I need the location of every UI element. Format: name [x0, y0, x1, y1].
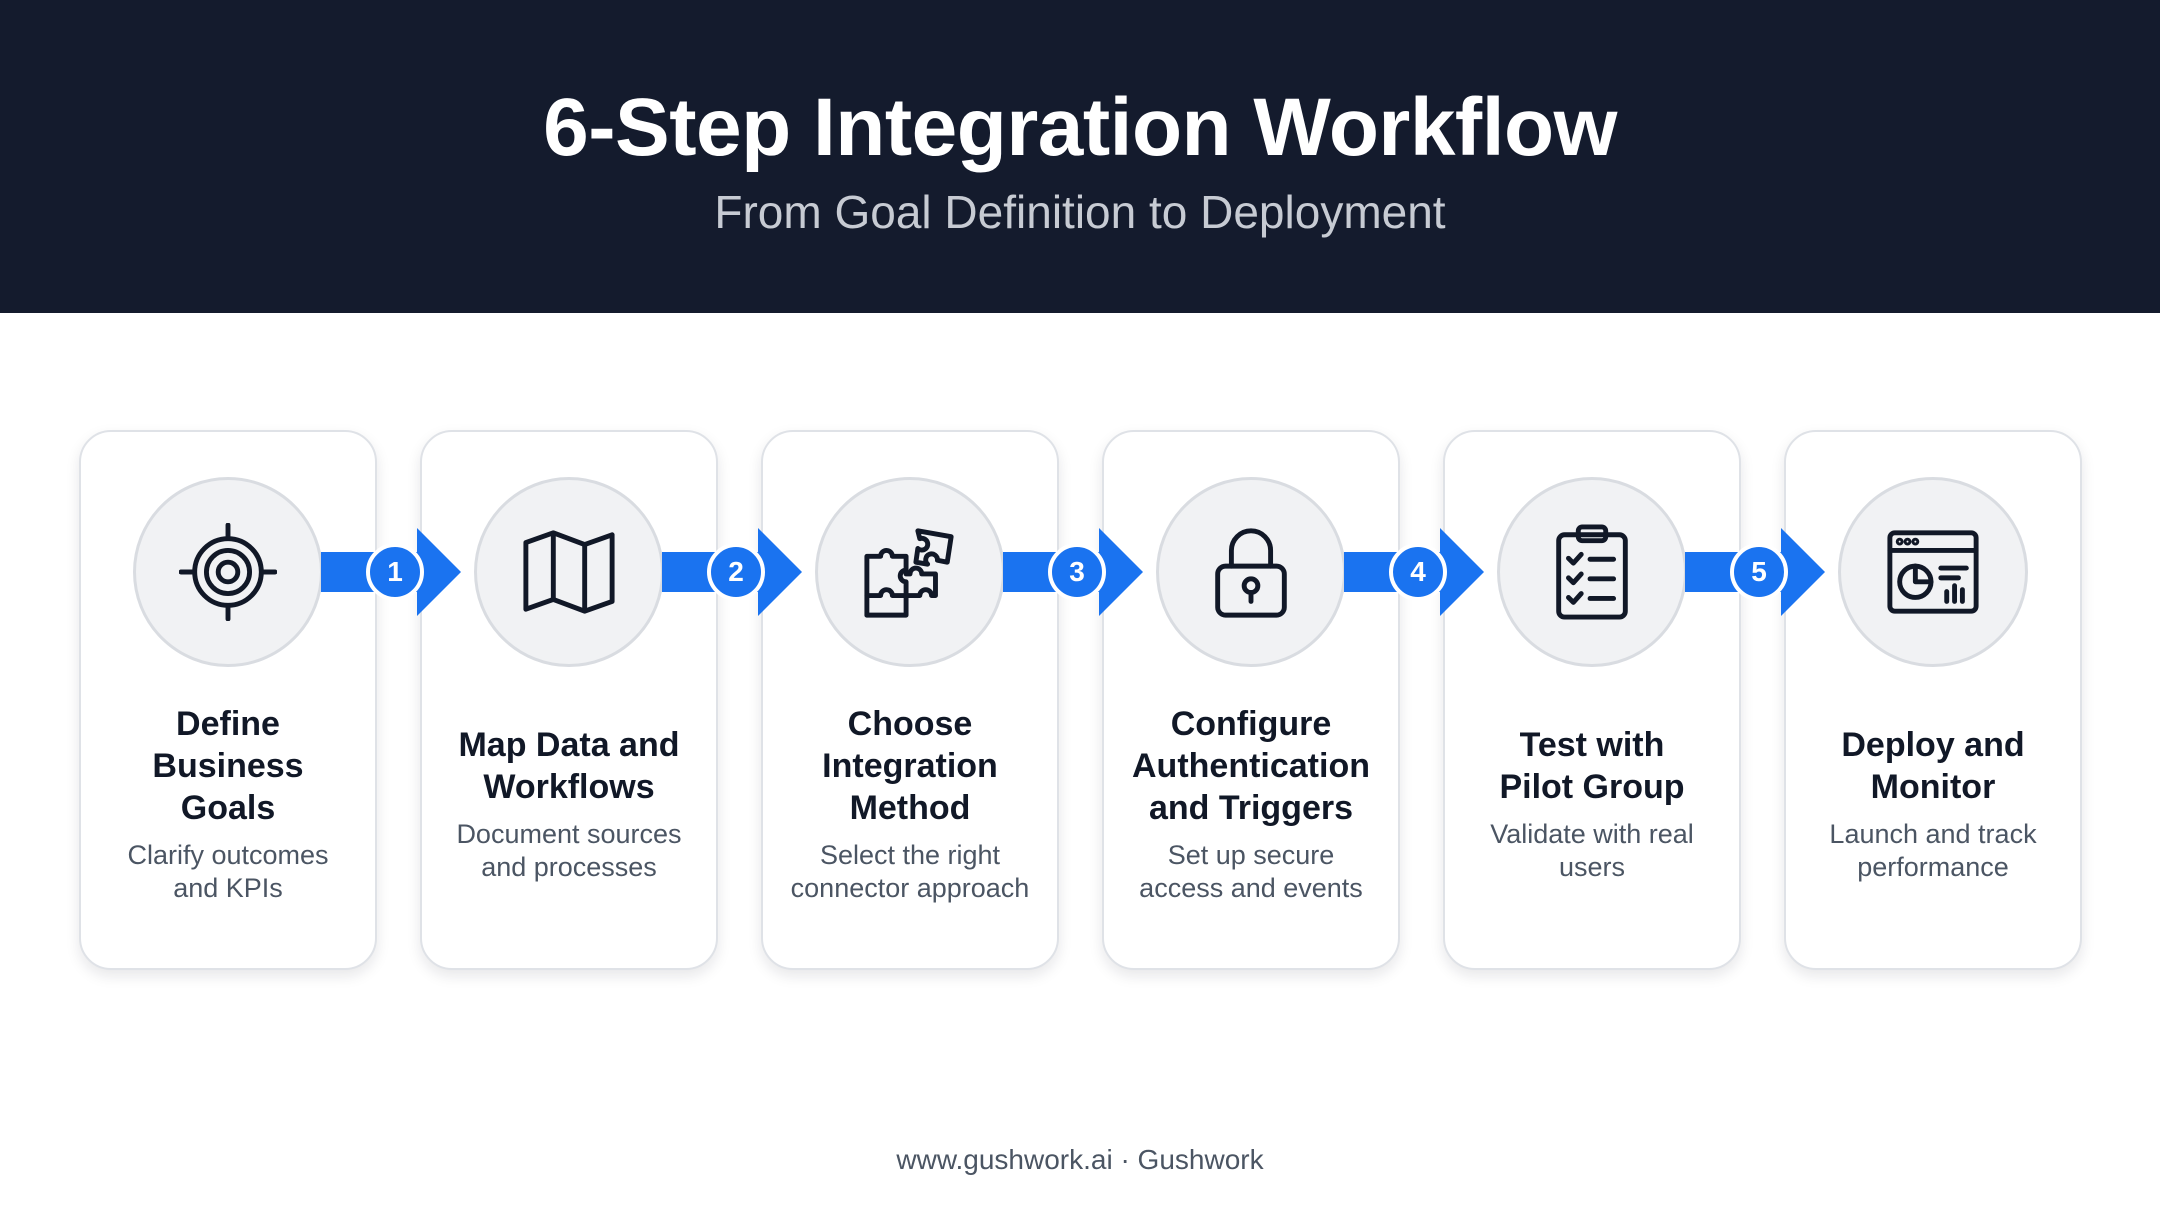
step-card-2: Map Data and Workflows Document sources …: [420, 430, 718, 970]
step-icon-circle: [1497, 477, 1687, 667]
step-number-badge: 5: [1751, 556, 1767, 587]
footer-credit: www.gushwork.ai · Gushwork: [896, 1144, 1264, 1175]
puzzle-icon: [864, 528, 954, 618]
step-title: Test with Pilot Group: [1499, 726, 1685, 806]
step-description: Validate with real users: [1490, 819, 1694, 882]
step-number-badge: 2: [728, 556, 744, 587]
step-icon-circle: [1156, 477, 1346, 667]
target-icon: [179, 523, 277, 621]
step-connector-arrow-1: 1: [321, 528, 461, 616]
step-number-badge: 3: [1069, 556, 1085, 587]
step-connector-arrow-4: 4: [1344, 528, 1484, 616]
step-card-5: Test with Pilot Group Validate with real…: [1443, 430, 1741, 970]
step-description: Select the right connector approach: [790, 840, 1030, 903]
step-card-6: Deploy and Monitor Launch and track perf…: [1784, 430, 2082, 970]
step-card-4: Configure Authentication and Triggers Se…: [1102, 430, 1400, 970]
step-icon-circle: [815, 477, 1005, 667]
header-banner: 6-Step Integration Workflow From Goal De…: [0, 0, 2160, 313]
arrow-right-icon: [1344, 528, 1484, 616]
step-card-1: Define Business Goals Clarify outcomes a…: [79, 430, 377, 970]
step-number-badge: 1: [387, 556, 403, 587]
dashboard-icon: [1887, 530, 1979, 614]
step-number-badge: 4: [1410, 556, 1426, 587]
step-description: Document sources and processes: [456, 819, 682, 882]
step-connector-arrow-5: 5: [1685, 528, 1825, 616]
step-icon-circle: [474, 477, 664, 667]
arrow-right-icon: [1003, 528, 1143, 616]
step-connector-arrow-3: 3: [1003, 528, 1143, 616]
page-title: 6-Step Integration Workflow: [543, 82, 1617, 173]
step-title: Configure Authentication and Triggers: [1132, 705, 1370, 827]
step-icon-circle: [133, 477, 323, 667]
step-card-3: Choose Integration Method Select the rig…: [761, 430, 1059, 970]
step-title: Map Data and Workflows: [458, 726, 680, 806]
step-description: Clarify outcomes and KPIs: [127, 840, 329, 903]
step-connector-arrow-2: 2: [662, 528, 802, 616]
lock-icon: [1215, 528, 1287, 618]
step-title: Define Business Goals: [152, 705, 304, 827]
step-description: Launch and track performance: [1829, 819, 2037, 882]
step-title: Deploy and Monitor: [1841, 726, 2025, 806]
step-title: Choose Integration Method: [822, 705, 998, 827]
arrow-right-icon: [662, 528, 802, 616]
page-subtitle: From Goal Definition to Deployment: [714, 186, 1446, 238]
arrow-right-icon: [321, 528, 461, 616]
step-description: Set up secure access and events: [1139, 840, 1363, 903]
step-icon-circle: [1838, 477, 2028, 667]
map-icon: [523, 530, 615, 614]
arrow-right-icon: [1685, 528, 1825, 616]
clipboard-checklist-icon: [1556, 524, 1628, 620]
